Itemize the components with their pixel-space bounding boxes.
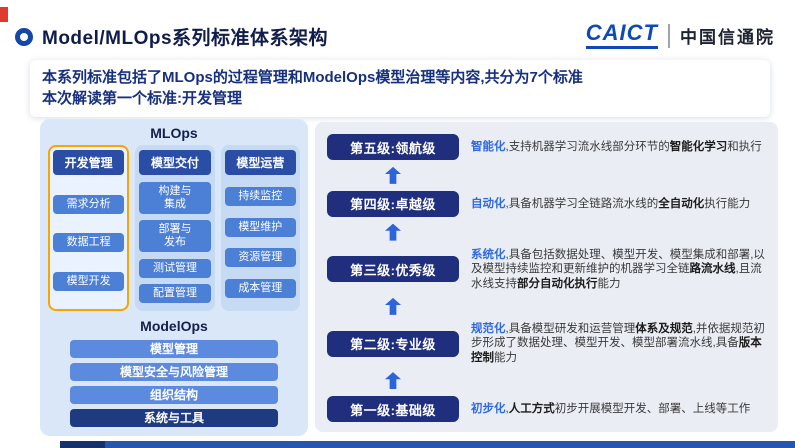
column-header-delivery: 模型交付 (139, 150, 211, 175)
intro-card: 本系列标准包括了MLOps的过程管理和ModelOps模型治理等内容,共分为7个… (30, 60, 770, 117)
item-deploy-release: 部署与 发布 (139, 220, 211, 253)
item-model-maintenance: 模型维护 (224, 217, 296, 237)
up-arrow-icon (385, 166, 401, 184)
level-3-description: 系统化,具备包括数据处理、模型开发、模型集成和部署,以及模型持续监控和更新维护的… (471, 248, 765, 290)
item-requirement-analysis: 需求分析 (53, 194, 125, 214)
mlops-panel: MLOps 开发管理 需求分析 数据工程 模型开发 模型交付 构建与 集成 部署… (40, 119, 308, 436)
page-title: Model/MLOps系列标准体系架构 (42, 28, 329, 49)
maturity-level-3: 第三级:优秀级 系统化,具备包括数据处理、模型开发、模型集成和部署,以及模型持续… (327, 248, 766, 292)
modelops-title: ModelOps (140, 318, 208, 334)
logo-org-text: 中国信通院 (680, 28, 775, 47)
column-header-dev: 开发管理 (53, 150, 125, 175)
item-resource-management: 资源管理 (224, 248, 296, 268)
maturity-panel: 第五级:领航级 智能化,支持机器学习流水线部分环节的智能化学习和执行 第四级:卓… (315, 122, 778, 432)
logo-brand-text: CAICT (585, 22, 658, 49)
maturity-level-2: 第二级:专业级 规范化,具备模型研发和运营管理体系及规范,并依据规范初步形成了数… (327, 322, 766, 366)
up-arrow-icon (385, 297, 401, 315)
level-1-description: 初步化,人工方式初步开展模型开发、部署、上线等工作 (471, 402, 751, 415)
intro-line-2: 本次解读第一个标准:开发管理 (42, 90, 242, 107)
mlops-column-model-operation: 模型运营 持续监控 模型维护 资源管理 成本管理 (220, 145, 300, 311)
mlops-column-dev-management: 开发管理 需求分析 数据工程 模型开发 (48, 145, 130, 311)
maturity-level-4: 第四级:卓越级 自动化,具备机器学习全链路流水线的全自动化执行能力 (327, 190, 766, 217)
ring-bullet-icon (15, 27, 33, 46)
item-test-management: 测试管理 (139, 258, 211, 278)
row-model-security-risk: 模型安全与风险管理 (70, 363, 278, 381)
row-systems-tools: 系统与工具 (70, 409, 278, 427)
level-3-badge: 第三级:优秀级 (327, 256, 459, 283)
logo-divider (668, 23, 670, 48)
header: Model/MLOps系列标准体系架构 (15, 23, 328, 50)
item-cost-management: 成本管理 (224, 279, 296, 299)
footer-bar (60, 441, 795, 448)
mlops-columns: 开发管理 需求分析 数据工程 模型开发 模型交付 构建与 集成 部署与 发布 测… (48, 145, 300, 311)
corner-accent (0, 7, 8, 22)
item-data-engineering: 数据工程 (53, 233, 125, 252)
level-2-description: 规范化,具备模型研发和运营管理体系及规范,并依据规范初步形成了数据处理、模型开发… (471, 322, 765, 364)
modelops-rows: 模型管理 模型安全与风险管理 组织结构 系统与工具 (48, 340, 300, 427)
intro-line-1: 本系列标准包括了MLOps的过程管理和ModelOps模型治理等内容,共分为7个… (42, 69, 583, 86)
footer-bar-dark-segment (60, 441, 105, 448)
mlops-title: MLOps (150, 125, 198, 141)
mlops-column-model-delivery: 模型交付 构建与 集成 部署与 发布 测试管理 配置管理 (135, 145, 215, 311)
caict-logo: CAICT 中国信通院 (585, 22, 775, 49)
maturity-level-1: 第一级:基础级 初步化,人工方式初步开展模型开发、部署、上线等工作 (327, 396, 766, 422)
level-5-badge: 第五级:领航级 (327, 134, 459, 160)
up-arrow-icon (385, 372, 401, 390)
row-model-management: 模型管理 (70, 340, 278, 358)
up-arrow-icon (385, 223, 401, 241)
item-build-integration: 构建与 集成 (139, 181, 211, 214)
level-4-description: 自动化,具备机器学习全链路流水线的全自动化执行能力 (471, 197, 751, 210)
item-model-development: 模型开发 (53, 271, 125, 291)
maturity-level-5: 第五级:领航级 智能化,支持机器学习流水线部分环节的智能化学习和执行 (327, 134, 766, 160)
item-config-management: 配置管理 (139, 284, 211, 304)
level-5-description: 智能化,支持机器学习流水线部分环节的智能化学习和执行 (471, 140, 762, 153)
column-header-operation: 模型运营 (224, 150, 296, 175)
level-2-badge: 第二级:专业级 (327, 330, 459, 357)
level-1-badge: 第一级:基础级 (327, 396, 459, 422)
row-organization-structure: 组织结构 (70, 386, 278, 404)
level-4-badge: 第四级:卓越级 (327, 190, 459, 217)
item-continuous-monitoring: 持续监控 (224, 186, 296, 206)
